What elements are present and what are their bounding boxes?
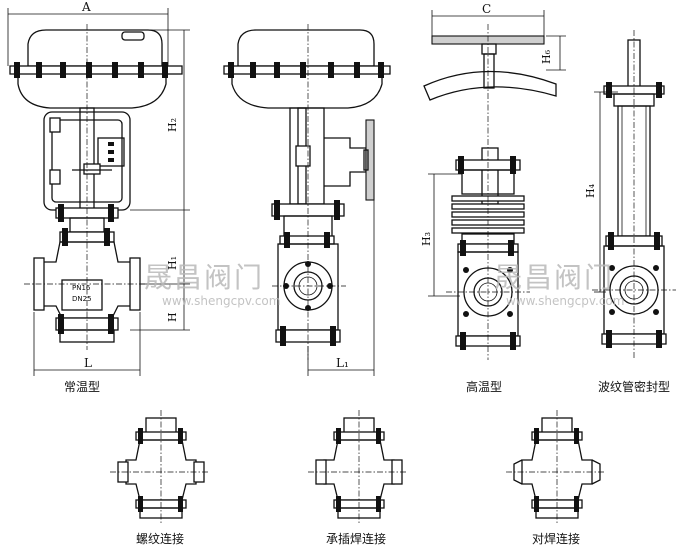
dim-label-h4: H₄: [584, 183, 597, 198]
caption-normal-temp: 常温型: [64, 380, 101, 394]
dim-label-h3: H₃: [420, 231, 433, 246]
normal-temp-valve-front-view: [7, 8, 190, 376]
high-temp-valve-view: [423, 10, 566, 360]
dim-label-l1: L₁: [336, 356, 349, 370]
threaded-connection-valve: [110, 410, 210, 524]
dim-label-l: L: [84, 356, 92, 370]
dim-label-h2: H₂: [166, 117, 179, 132]
nameplate-pressure: PN16: [72, 284, 91, 292]
dim-label-a: A: [82, 0, 91, 14]
nameplate-diameter: DN25: [72, 295, 92, 303]
normal-temp-valve-side-view: [223, 24, 391, 376]
caption-butt-weld: 对焊连接: [532, 532, 581, 546]
watermark-url: www.shengcpv.com: [162, 294, 281, 308]
watermark-url: www.shengcpv.com: [506, 294, 625, 308]
caption-socket-weld: 承插焊连接: [326, 532, 387, 546]
bellows-seal-valve-view: [592, 30, 676, 360]
watermark-logo: 晟昌阀门: [144, 261, 265, 294]
socket-weld-connection-valve: [308, 410, 408, 524]
watermark-logo: 晟昌阀门: [494, 261, 615, 294]
dim-label-c: C: [482, 2, 492, 16]
dim-label-h6: H₆: [540, 49, 553, 64]
caption-threaded: 螺纹连接: [136, 532, 185, 546]
butt-weld-connection-valve: [506, 410, 606, 524]
caption-high-temp: 高温型: [466, 380, 503, 394]
dim-label-h: H: [166, 312, 179, 322]
caption-bellows-seal: 波纹管密封型: [598, 380, 671, 394]
